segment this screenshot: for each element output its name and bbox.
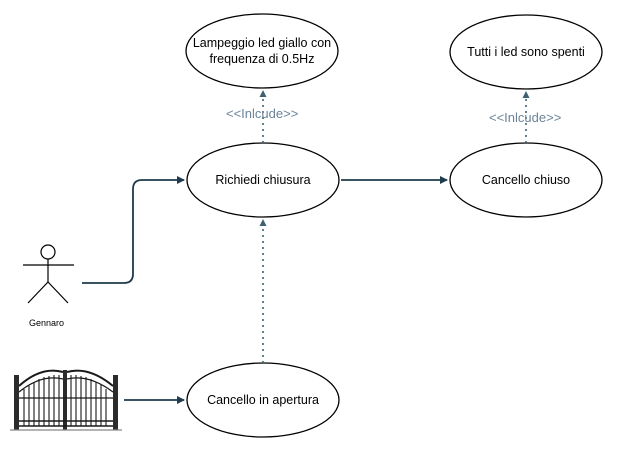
actor-gennaro-label: Gennaro xyxy=(29,318,65,328)
include-label-right: <<Inlcude>> xyxy=(489,110,562,125)
use-case-lampeggio-label: Lampeggio led giallo con frequenza di 0.… xyxy=(192,36,332,66)
use-case-cancello-chiuso-label: Cancello chiuso xyxy=(481,173,571,187)
stick-figure-icon xyxy=(23,244,74,304)
gate-icon xyxy=(10,369,122,431)
use-case-richiedi-chiusura-label: Richiedi chiusura xyxy=(215,173,311,187)
use-case-cancello-apertura-label: Cancello in apertura xyxy=(207,393,319,407)
include-label-left: <<Inlcude>> xyxy=(226,106,299,121)
use-case-lampeggio xyxy=(185,13,339,89)
use-case-led-spenti-label: Tutti i led sono spenti xyxy=(467,45,585,59)
use-case-led-spenti xyxy=(449,14,603,90)
association-gennaro-richiedi xyxy=(82,176,185,284)
